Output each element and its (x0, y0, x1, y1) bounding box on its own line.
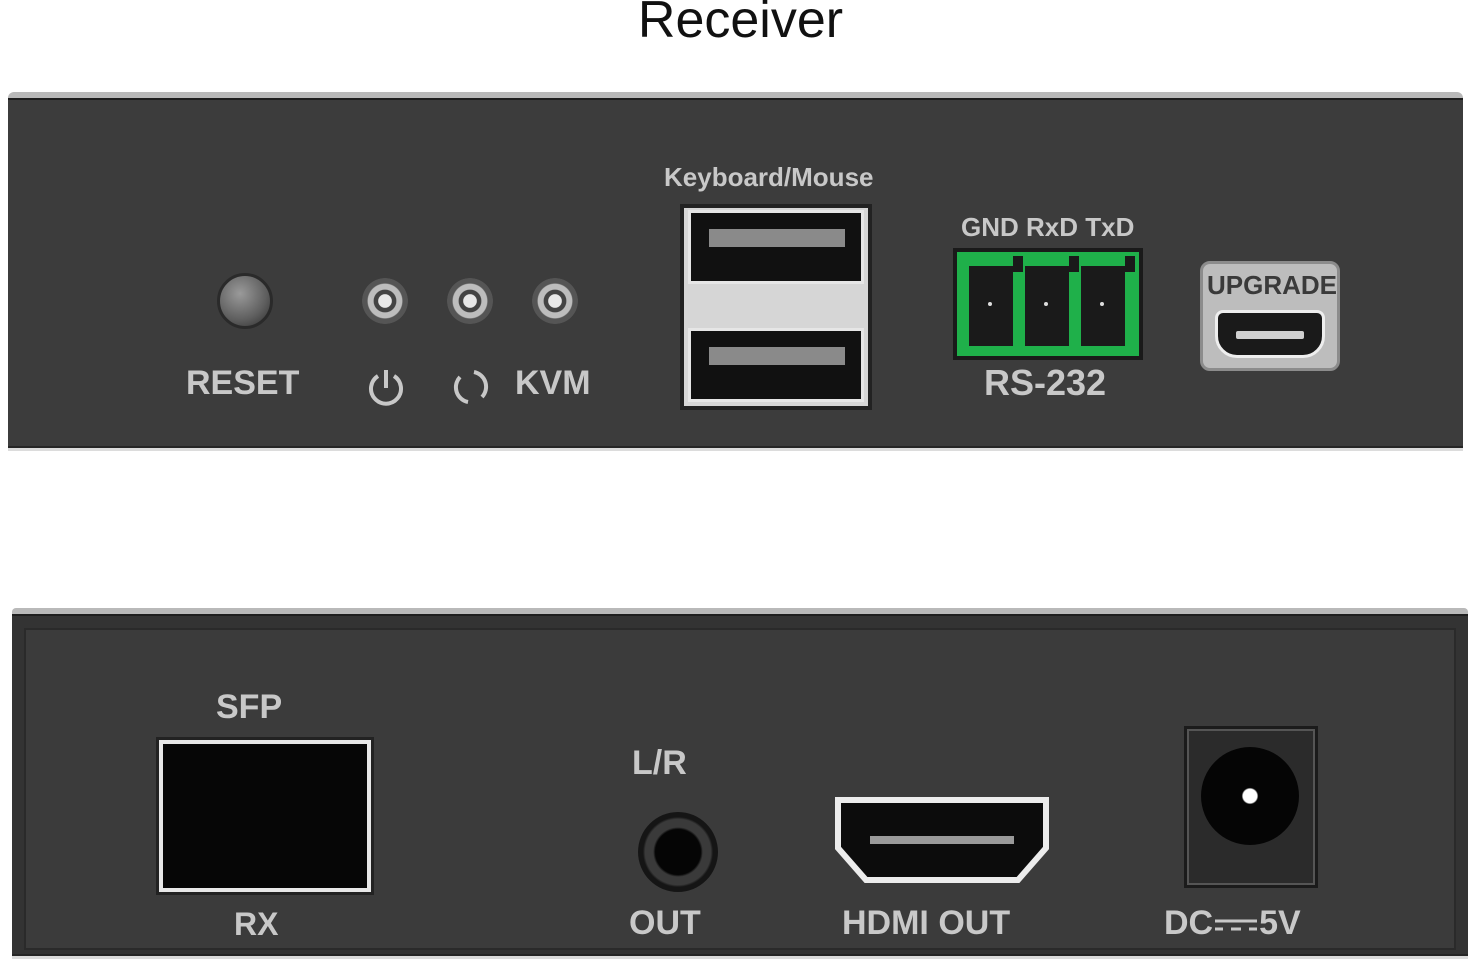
usb-port-top[interactable] (688, 210, 864, 284)
link-icon (453, 370, 489, 404)
receiver-rear-panel: SFP RX L/R OUT HDMI OUT DC 5V (12, 608, 1468, 956)
audio-lr-label: L/R (632, 744, 687, 782)
sfp-port[interactable] (159, 740, 371, 892)
audio-out-jack[interactable] (638, 812, 718, 892)
dc-power-housing (1184, 726, 1318, 888)
rs232-pin-labels: GND RxD TxD (961, 212, 1135, 242)
receiver-front-panel: RESET KVM Keyboard/Mouse GND RxD TxD RS-… (8, 92, 1463, 448)
sfp-label: SFP (216, 688, 283, 726)
usb-port-bottom[interactable] (688, 328, 864, 402)
hdmi-out-label: HDMI OUT (842, 904, 1011, 942)
rs232-label: RS-232 (984, 362, 1107, 403)
usb-port-stack (680, 204, 872, 410)
rx-label: RX (234, 906, 279, 942)
power-icon (369, 370, 403, 406)
kvm-led (532, 278, 578, 324)
link-led (447, 278, 493, 324)
hdmi-out-port[interactable] (832, 794, 1052, 886)
upgrade-label: UPGRADE (1207, 270, 1338, 300)
rear-panel-face: SFP RX L/R OUT HDMI OUT DC 5V (24, 628, 1456, 950)
kvm-label: KVM (515, 364, 591, 402)
audio-out-label: OUT (629, 904, 701, 942)
rs232-terminal-block[interactable] (953, 248, 1143, 360)
reset-button[interactable] (217, 273, 273, 329)
dc-prefix: DC (1164, 904, 1214, 942)
micro-usb-port[interactable] (1215, 310, 1325, 358)
page-title: Receiver (637, 0, 844, 49)
upgrade-port-housing: UPGRADE (1200, 261, 1340, 371)
dc-power-jack[interactable] (1201, 747, 1299, 845)
dc-value: 5V (1259, 904, 1301, 942)
dc-symbol-icon (1215, 919, 1258, 931)
keyboard-mouse-label: Keyboard/Mouse (664, 162, 874, 192)
reset-label: RESET (186, 364, 300, 402)
dc-power-label: DC 5V (1164, 904, 1301, 943)
power-led (362, 278, 408, 324)
